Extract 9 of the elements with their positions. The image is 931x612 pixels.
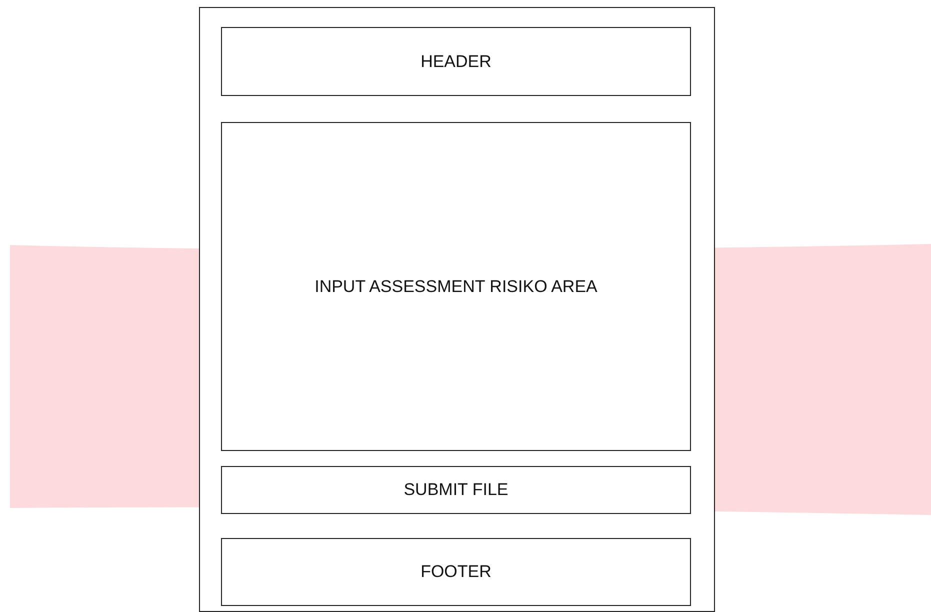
section-label: HEADER xyxy=(420,52,492,72)
section-label: FOOTER xyxy=(420,562,492,582)
section-label: SUBMIT FILE xyxy=(404,480,508,500)
page-frame xyxy=(199,7,715,612)
footer-section xyxy=(221,538,691,606)
header-section xyxy=(221,27,691,96)
input-area xyxy=(221,122,691,451)
section-label: INPUT ASSESSMENT RISIKO AREA xyxy=(314,276,598,296)
submit-section xyxy=(221,466,691,514)
